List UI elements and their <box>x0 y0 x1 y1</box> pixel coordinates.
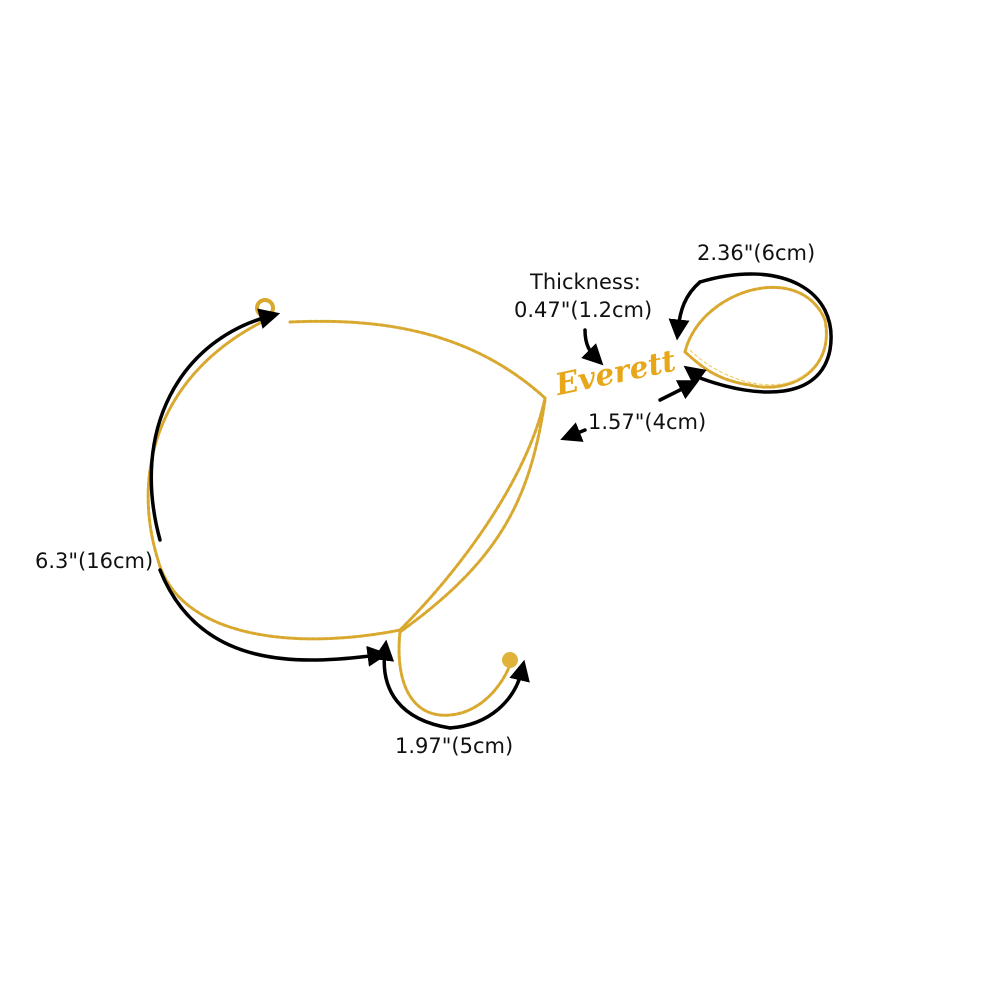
lobster-clasp <box>255 298 275 318</box>
extender-length-label: 1.97"(5cm) <box>395 734 514 758</box>
connector-length-arrow-right <box>658 380 700 402</box>
ring-length-label: 2.36"(6cm) <box>697 241 816 265</box>
thickness-arrow <box>581 328 604 366</box>
extender-charm <box>502 652 518 668</box>
connector-length-arrow-left <box>560 422 587 442</box>
ring-length-arrow <box>683 272 833 394</box>
thickness-value: 0.47"(1.2cm) <box>514 298 653 322</box>
bracelet-length-arrow-top <box>149 308 281 542</box>
name-pendant: Everett <box>551 343 679 403</box>
extender-length-arrow-right <box>448 659 530 730</box>
thickness-label: Thickness: <box>530 270 641 294</box>
ring-chain <box>683 285 828 389</box>
ring-length-arrow-start <box>668 280 702 341</box>
bracelet-length-arrow <box>158 568 389 667</box>
connector-length-label: 1.57"(4cm) <box>588 410 707 434</box>
extender-chain <box>397 630 518 717</box>
bracelet-length-label: 6.3"(16cm) <box>35 549 154 573</box>
bracelet-chain <box>146 316 547 641</box>
extender-length-arrow <box>373 639 452 730</box>
